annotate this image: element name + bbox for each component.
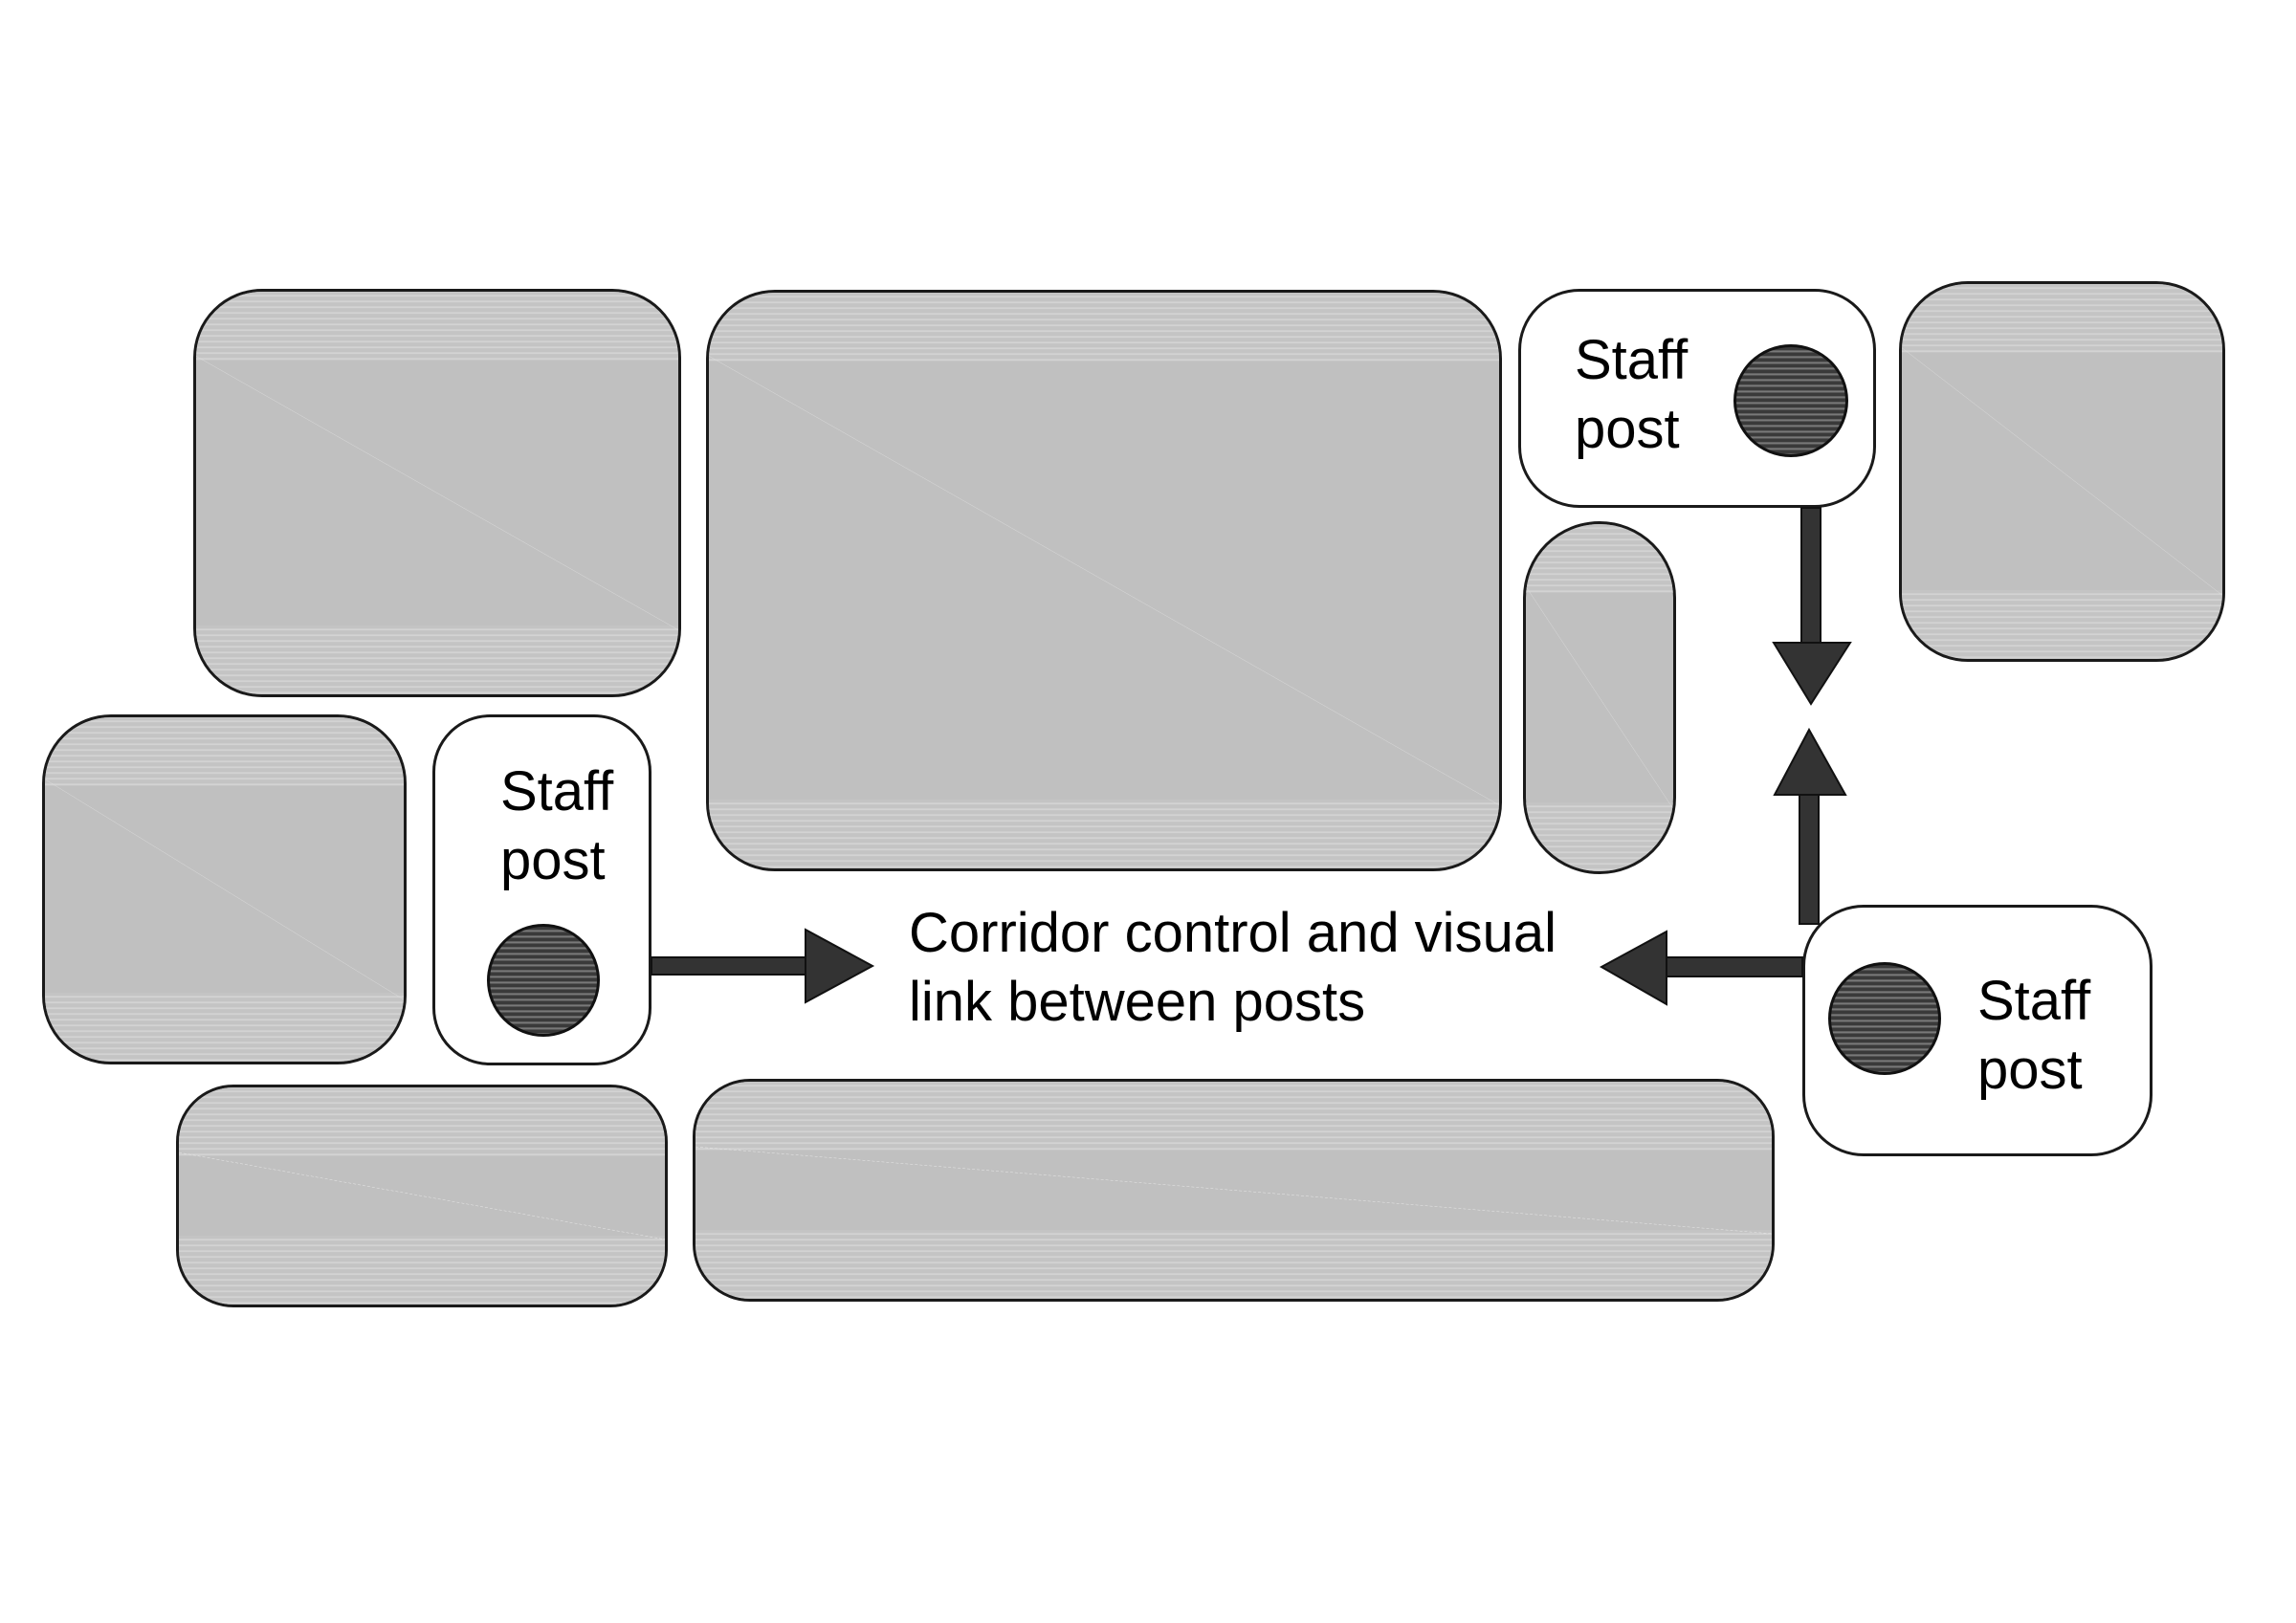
staff-post-left: Staff post xyxy=(432,714,651,1065)
corridor-caption: Corridor control and visual link between… xyxy=(909,899,1556,1037)
texture-band xyxy=(1902,590,2222,659)
room-top-left xyxy=(193,289,681,697)
texture-band xyxy=(695,1082,1772,1151)
staff-post-right: Staff post xyxy=(1802,905,2152,1156)
staff-marker-icon xyxy=(1828,962,1941,1075)
arrow-top-post-down xyxy=(1772,507,1852,706)
texture-band xyxy=(695,1230,1772,1299)
staff-post-label-line2: post xyxy=(1575,398,1680,460)
room-center-large xyxy=(706,290,1502,871)
texture-band xyxy=(179,1236,665,1305)
room-small-pill xyxy=(1523,521,1676,874)
texture-band xyxy=(1526,802,1673,871)
staff-post-label: Staff post xyxy=(1977,967,2090,1105)
texture-band xyxy=(709,293,1499,362)
caption-line2: link between posts xyxy=(909,971,1366,1033)
texture-band xyxy=(45,993,404,1062)
staff-post-label: Staff post xyxy=(500,757,613,895)
diagonal-line xyxy=(1526,524,1673,871)
room-middle-left xyxy=(42,714,407,1064)
staff-marker-icon xyxy=(487,924,600,1037)
texture-band xyxy=(179,1087,665,1156)
staff-marker-icon xyxy=(1733,344,1848,457)
staff-post-label-line1: Staff xyxy=(1977,970,2091,1032)
texture-band xyxy=(1902,284,2222,353)
room-top-right xyxy=(1899,281,2225,662)
texture-band xyxy=(45,717,404,786)
staff-post-label-line1: Staff xyxy=(1575,329,1689,391)
texture-band xyxy=(196,625,678,694)
arrow-right-post-up xyxy=(1773,727,1847,925)
staff-post-label: Staff post xyxy=(1575,326,1688,464)
room-bottom-left xyxy=(176,1085,668,1307)
texture-band xyxy=(1526,524,1673,593)
staff-post-label-line2: post xyxy=(500,829,606,891)
caption-line1: Corridor control and visual xyxy=(909,902,1556,964)
staff-post-top: Staff post xyxy=(1518,289,1876,508)
diagonal-line xyxy=(45,717,404,1062)
diagonal-line xyxy=(1902,284,2222,659)
room-bottom-long xyxy=(693,1079,1775,1302)
texture-band xyxy=(196,292,678,361)
diagonal-line xyxy=(179,1087,665,1305)
diagonal-line xyxy=(695,1082,1772,1299)
staff-post-label-line1: Staff xyxy=(500,760,614,822)
diagonal-line xyxy=(196,292,678,694)
diagonal-line xyxy=(709,293,1499,868)
arrow-left-post-to-center xyxy=(651,928,875,1004)
arrow-right-post-to-center xyxy=(1599,930,1803,1006)
texture-band xyxy=(709,800,1499,868)
staff-post-label-line2: post xyxy=(1977,1039,2083,1101)
